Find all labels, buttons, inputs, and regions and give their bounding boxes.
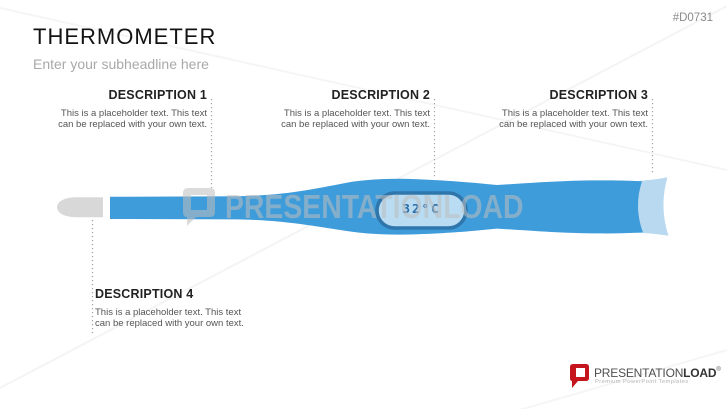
description-3[interactable]: DESCRIPTION 3 This is a placeholder text… <box>488 88 648 131</box>
description-1[interactable]: DESCRIPTION 1 This is a placeholder text… <box>47 88 207 131</box>
brand-name: PRESENTATIONLOAD® <box>594 366 721 380</box>
description-4[interactable]: DESCRIPTION 4 This is a placeholder text… <box>95 287 265 330</box>
description-2-text: This is a placeholder text. This text ca… <box>281 108 430 131</box>
description-3-text: This is a placeholder text. This text ca… <box>499 108 648 131</box>
thermometer-display <box>375 191 468 230</box>
presentationload-logo-icon <box>570 364 589 388</box>
thermometer-end-cap <box>638 177 669 236</box>
presentationload-logo: PRESENTATIONLOAD® Premium PowerPoint Tem… <box>570 364 721 390</box>
template-code: #D0731 <box>672 12 713 24</box>
leader-lines <box>91 99 654 334</box>
description-2[interactable]: DESCRIPTION 2 This is a placeholder text… <box>270 88 430 131</box>
brand-tagline: Premium PowerPoint Templates <box>595 379 689 385</box>
registered-mark: ® <box>716 367 721 373</box>
description-4-heading: DESCRIPTION 4 <box>95 287 194 301</box>
description-4-text: This is a placeholder text. This text ca… <box>95 307 244 330</box>
description-3-heading: DESCRIPTION 3 <box>549 88 648 102</box>
page-title[interactable]: THERMOMETER <box>33 24 217 49</box>
description-1-text: This is a placeholder text. This text ca… <box>58 108 207 131</box>
display-temperature-value: 32°C <box>402 201 440 216</box>
subheadline[interactable]: Enter your subheadline here <box>33 56 209 72</box>
description-2-heading: DESCRIPTION 2 <box>331 88 430 102</box>
thermometer-tip <box>57 197 103 218</box>
description-1-heading: DESCRIPTION 1 <box>108 88 207 102</box>
